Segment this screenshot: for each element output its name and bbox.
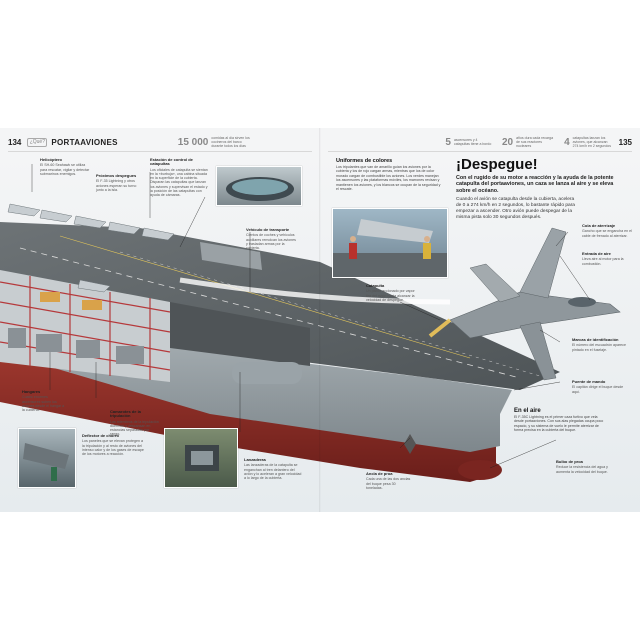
leader-lines: [31, 164, 591, 469]
despegue-lead: Con el rugido de su motor a reacción y l…: [456, 175, 614, 194]
header-rule-left: [8, 151, 312, 152]
uniformes-title: Uniformes de colores: [336, 158, 393, 164]
uniformes-text: Los tripulantes que van de amarillo guía…: [336, 165, 441, 192]
photo-deck-crew: [332, 208, 448, 278]
elevator-platform: [232, 362, 302, 384]
left-page-number: 134: [8, 137, 22, 147]
bow-bulb: [458, 460, 502, 480]
island: [200, 242, 262, 270]
photo-jet-deflector: [18, 428, 76, 488]
en-el-aire-box: En el aire El F-35C Lightning es el prim…: [514, 408, 606, 433]
steam-trail: [179, 277, 451, 305]
hull-red: [0, 342, 496, 482]
photo-control-bubble: [216, 166, 302, 206]
book-logo: ¿Qué?: [27, 137, 48, 147]
photo-launch-shuttle: [164, 428, 238, 488]
despegue-text: Cuando el avión se catapulta desde la cu…: [456, 197, 575, 220]
deck-line-2: [59, 235, 471, 359]
header-rule-right: [328, 151, 632, 152]
anchor: [404, 434, 416, 454]
despegue-box: ¡Despegue! Con el rugido de su motor a r…: [456, 156, 622, 220]
flight-deck: [0, 222, 560, 390]
carrier-illustration: [0, 152, 640, 512]
section-title: PORTAAVIONES: [51, 137, 118, 147]
f35-jet: [428, 227, 621, 381]
book-gutter: [319, 128, 321, 512]
cutaway-machinery: [8, 292, 144, 364]
uniformes-box: Uniformes de colores Los tripulantes que…: [336, 158, 444, 191]
en-el-aire-title: En el aire: [514, 408, 541, 414]
deck-line-1: [19, 247, 521, 379]
right-page-number: 135: [618, 137, 632, 147]
parked-jets: [7, 203, 175, 293]
despegue-title: ¡Despegue!: [456, 156, 538, 173]
deck-line-3: [119, 251, 541, 377]
hangar-bay: [170, 302, 310, 366]
en-el-aire-text: El F-35C Lightning es el primer caza fur…: [514, 415, 604, 433]
